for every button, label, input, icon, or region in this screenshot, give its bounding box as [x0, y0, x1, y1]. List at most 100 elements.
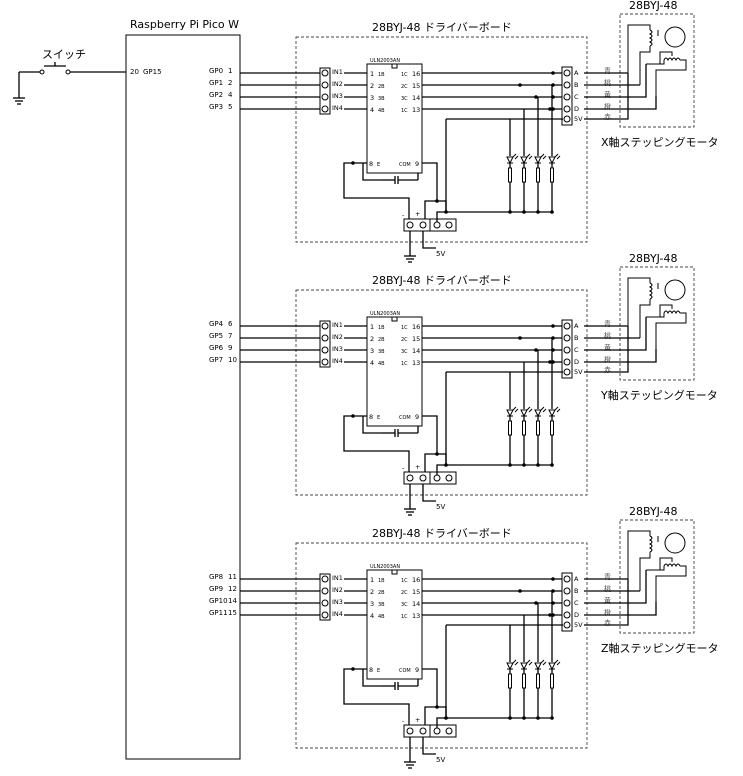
ic-right-name: 1C [401, 614, 408, 620]
ic-e-pin: 8 [369, 666, 373, 674]
led [548, 409, 556, 418]
out-pin-label: B [574, 334, 578, 342]
pico-pin-20: 20 [130, 68, 139, 76]
gpio-pin-number: 6 [228, 320, 233, 328]
motor-outline [619, 13, 695, 128]
led [534, 409, 542, 418]
motor-axis-label: X軸ステッピングモータ [601, 135, 719, 149]
in-header [319, 320, 331, 368]
wire-color-label: 青 [604, 572, 611, 581]
ic-e-name: E [377, 162, 380, 168]
pico-gp15-label: GP15 [143, 68, 162, 76]
minus-label: - [402, 211, 405, 219]
supply-5v-label: 5V [436, 503, 445, 511]
driver-board-title: 28BYJ-48 ドライバーボード [372, 527, 512, 540]
wire-color-label: 桃 [604, 331, 611, 340]
switch-symbol [13, 62, 126, 105]
ic-left-name: 1B [378, 72, 385, 78]
out-pin-label: D [574, 105, 579, 113]
motor-outline [619, 266, 695, 381]
gpio-label: GP9 [209, 585, 223, 593]
gpio-label: GP1 [209, 79, 223, 87]
driver-board-title: 28BYJ-48 ドライバーボード [372, 21, 512, 34]
motor-outline [619, 519, 695, 634]
ic-right-pin: 15 [412, 588, 420, 596]
in-header [319, 573, 331, 621]
ic-right-name: 2C [401, 590, 408, 596]
ic-right-pin: 16 [412, 576, 420, 584]
out-pin-label: 5V [574, 621, 583, 629]
ic-right-name: 3C [401, 602, 408, 608]
in-pin-label: IN2 [332, 333, 343, 341]
in-pin-label: IN2 [332, 586, 343, 594]
ic-name: ULN2003AN [370, 58, 400, 64]
out-pin-label: 5V [574, 115, 583, 123]
in-pin-label: IN4 [332, 104, 343, 112]
out-header [561, 319, 573, 379]
motor-axis-label: Y軸ステッピングモータ [600, 388, 718, 402]
ic-left-name: 4B [378, 361, 385, 367]
ic-right-pin: 16 [412, 323, 420, 331]
ic-left-pin: 4 [370, 359, 374, 367]
motor-title: 28BYJ-48 [629, 505, 677, 518]
led [506, 662, 514, 671]
in-pin-label: IN1 [332, 321, 343, 329]
switch-label: スイッチ [42, 48, 86, 61]
ic-left-pin: 4 [370, 106, 374, 114]
ic-left-pin: 3 [370, 600, 374, 608]
gpio-label: GP4 [209, 320, 224, 328]
led [548, 662, 556, 671]
plus-label: + [415, 210, 420, 218]
gpio-label: GP11 [209, 609, 228, 617]
gpio-pin-number: 12 [228, 585, 237, 593]
ic-left-pin: 2 [370, 82, 374, 90]
ic-left-name: 2B [378, 590, 385, 596]
ic-name: ULN2003AN [370, 311, 400, 317]
gpio-pin-number: 10 [228, 356, 237, 364]
wire-color-label: 青 [604, 319, 611, 328]
ic-right-name: 3C [401, 96, 408, 102]
ic-left-pin: 2 [370, 335, 374, 343]
uln2003-ic [366, 316, 423, 427]
gpio-label: GP0 [209, 67, 223, 75]
ic-com-pin: 9 [415, 160, 419, 168]
driver-board-title: 28BYJ-48 ドライバーボード [372, 274, 512, 287]
ic-com-name: COM [399, 415, 411, 421]
ic-right-pin: 13 [412, 359, 420, 367]
out-pin-label: B [574, 587, 578, 595]
plus-label: + [415, 716, 420, 724]
wire-color-label: 黄 [604, 343, 611, 352]
in-pin-label: IN3 [332, 598, 343, 606]
in-pin-label: IN3 [332, 345, 343, 353]
driver-board-outline [295, 36, 588, 243]
ic-left-name: 2B [378, 84, 385, 90]
ic-right-pin: 13 [412, 106, 420, 114]
led [534, 662, 542, 671]
ic-e-name: E [377, 668, 380, 674]
led [520, 662, 528, 671]
in-header [319, 67, 331, 115]
supply-5v-label: 5V [436, 250, 445, 258]
ic-left-name: 3B [378, 602, 385, 608]
wire-color-label: 橙 [604, 102, 611, 111]
wire-color-label: 青 [604, 66, 611, 75]
gpio-label: GP6 [209, 344, 224, 352]
motor-title: 28BYJ-48 [629, 252, 677, 265]
ic-left-pin: 1 [370, 323, 374, 331]
out-pin-label: D [574, 611, 579, 619]
ic-right-pin: 13 [412, 612, 420, 620]
led [534, 156, 542, 165]
out-pin-label: C [574, 93, 579, 101]
in-pin-label: IN1 [332, 574, 343, 582]
ic-com-name: COM [399, 668, 411, 674]
uln2003-ic [366, 569, 423, 680]
out-pin-label: 5V [574, 368, 583, 376]
gpio-pin-number: 15 [228, 609, 237, 617]
wire-color-label: 赤 [604, 366, 611, 374]
ic-right-pin: 15 [412, 82, 420, 90]
ic-right-name: 3C [401, 349, 408, 355]
in-pin-label: IN4 [332, 610, 343, 618]
out-pin-label: A [574, 322, 579, 330]
